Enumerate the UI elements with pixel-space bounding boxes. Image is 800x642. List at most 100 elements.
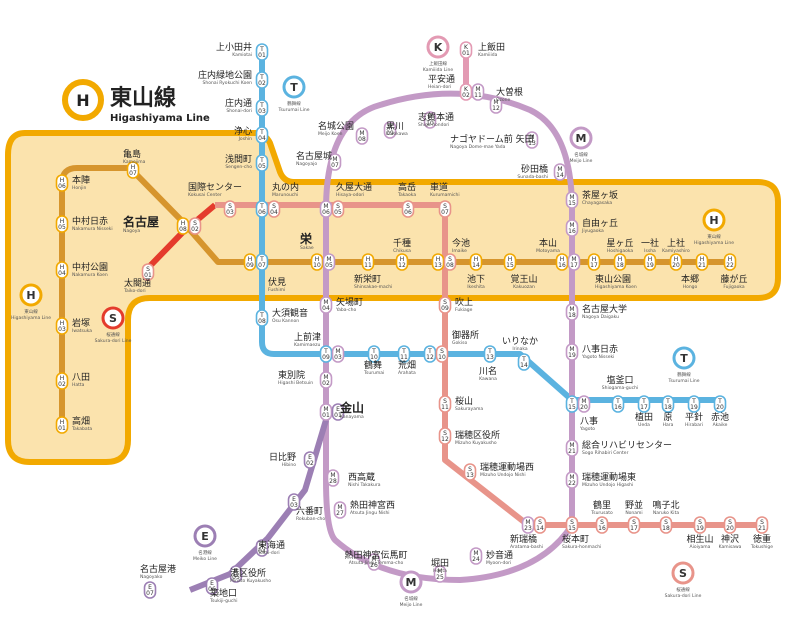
station-code: T [717, 398, 722, 405]
station-name-en: Higashiyama Koen [595, 284, 637, 290]
station-code-badge [55, 416, 69, 434]
station-code: T [641, 398, 646, 405]
station-name-en: Shiogama-guchi [602, 385, 638, 391]
station-code: T [401, 348, 406, 355]
station-code: H [474, 256, 479, 263]
station-code-number: 08 [179, 226, 187, 233]
station-name: 御器所 [452, 329, 479, 341]
station-code-badge [267, 200, 281, 218]
line-badge-ring [399, 570, 423, 594]
station-code-number: 20 [580, 404, 588, 411]
